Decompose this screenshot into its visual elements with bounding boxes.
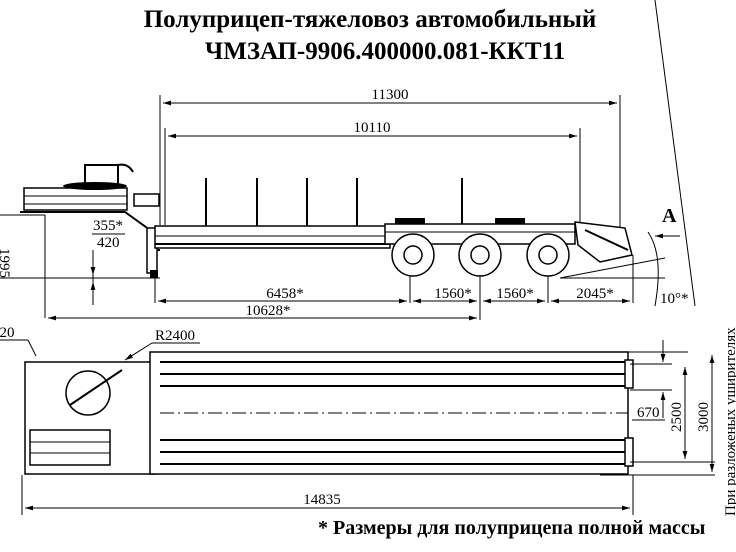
dim-axle2: 1560* [496, 286, 534, 302]
dim-deck: 10110 [354, 120, 391, 136]
dim-rear: 2045* [576, 286, 614, 302]
radius-label: R2400 [155, 328, 195, 344]
dim-3000: 3000 [696, 402, 712, 432]
dim-10628: 10628* [246, 303, 291, 319]
footnote: * Размеры для полуприцепа полной массы [318, 517, 706, 539]
dim-2500: 2500 [669, 402, 685, 432]
title-line2: ЧМЗАП-9906.400000.081-ККТ11 [205, 38, 565, 65]
dim-length: 14835 [303, 492, 341, 508]
dim-6458: 6458* [266, 286, 304, 302]
title-line1: Полуприцеп-тяжеловоз автомобильный [144, 6, 597, 33]
view-label-a: A [662, 205, 677, 227]
dim-670: 670 [637, 405, 660, 421]
dim-overall: 11300 [372, 87, 409, 103]
trailer-side-view [20, 163, 633, 278]
angle-label: 10°* [660, 291, 689, 307]
dim-left: 120 [0, 325, 15, 341]
trailer-top-view: 120 R2400 670 2500 3000 П [0, 325, 736, 516]
dim-coupling-a: 355* [93, 218, 123, 234]
dim-axle1: 1560* [434, 286, 472, 302]
dim-height-left: 1995 [0, 248, 12, 278]
side-view-dimensions: 11300 10110 1995 355* 420 6458* 1560* 15… [0, 0, 696, 321]
side-note: При разложеных уширителях [723, 327, 736, 516]
dim-coupling-b: 420 [97, 235, 120, 251]
